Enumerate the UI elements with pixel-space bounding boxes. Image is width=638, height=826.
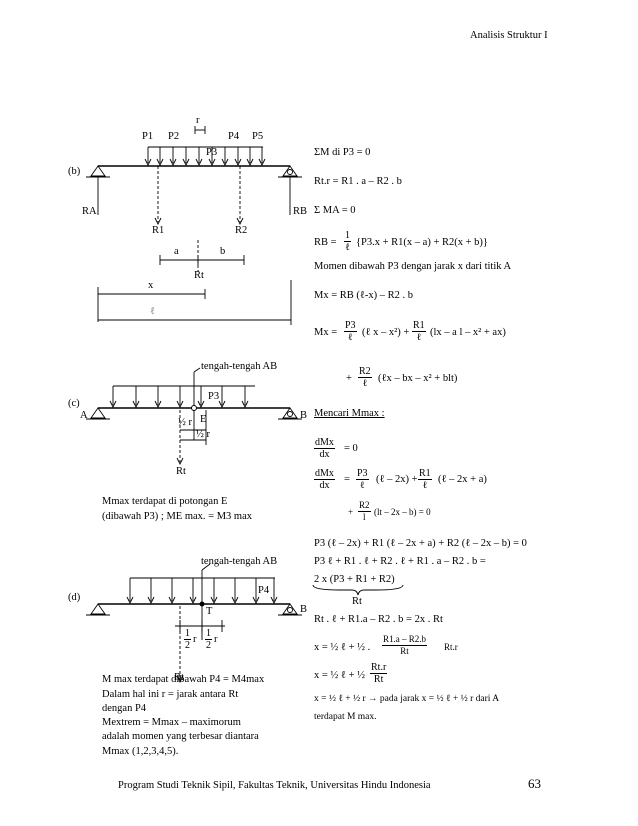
half-r-c: ½ r xyxy=(178,417,192,428)
figure-d xyxy=(86,563,302,684)
eq-e3: 2 x (P3 + R1 + R2) xyxy=(314,574,395,585)
mencari-mmax-title: Mencari Mmax : xyxy=(314,408,385,419)
eq-d2-t1: (ℓ – 2x) + xyxy=(376,474,418,485)
caption-c-1: Mmax terdapat di potongan E xyxy=(102,496,228,507)
eq-mx-1: Mx = RB (ℓ-x) – R2 . b xyxy=(314,290,414,301)
span-label: ℓ xyxy=(150,306,156,317)
e-c: E xyxy=(200,414,207,425)
x-label: x xyxy=(148,280,154,291)
p3-c: P3 xyxy=(208,391,220,402)
eq-d2-eq: = xyxy=(344,474,350,485)
eq-d3-plus: + xyxy=(348,507,354,517)
caption-d-3: dengan P4 xyxy=(102,703,147,714)
eq-e5-rhs: Rt.r xyxy=(444,642,458,652)
r2-label: R2 xyxy=(235,225,248,236)
rt-d: Rt xyxy=(174,672,184,683)
p4-d: P4 xyxy=(258,585,270,596)
caption-d-1: M max terdapat dibawah P4 = M4max xyxy=(102,674,265,685)
caption-d-6: Mmax (1,2,3,4,5). xyxy=(102,746,179,757)
rt-label: Rt xyxy=(194,270,204,281)
load-p2: P2 xyxy=(168,131,180,142)
figure-c xyxy=(86,367,302,466)
eq-mx-t1: (ℓ x – x²) + xyxy=(362,327,410,338)
load-p4: P4 xyxy=(228,131,240,142)
caption-d-5: adalah momen yang terbesar diantara xyxy=(102,731,259,742)
eq-e6-lhs: x = ½ ℓ + ½ xyxy=(314,670,365,681)
eq-mx-lhs: Mx = xyxy=(314,327,338,338)
eq-e4: Rt . ℓ + R1.a – R2 . b = 2x . Rt xyxy=(314,614,443,625)
page-number: 63 xyxy=(528,776,541,791)
eq-e3-rt: Rt xyxy=(352,596,362,607)
eq-rb-rhs: {P3.x + R1(x – a) + R2(x + b)} xyxy=(356,237,488,248)
page-footer: Program Studi Teknik Sipil, Fakultas Tek… xyxy=(118,780,431,791)
eq-e2: P3 ℓ + R1 . ℓ + R2 . ℓ + R1 . a – R2 . b… xyxy=(314,556,486,567)
eq-d2-t2: (ℓ – 2x + a) xyxy=(438,474,487,485)
load-p3: P3 xyxy=(206,147,218,158)
caption-d-4: Mextrem = Mmax – maximorum xyxy=(102,717,241,728)
caption-d-2: Dalam hal ini r = jarak antara Rt xyxy=(102,689,239,700)
a-c: A xyxy=(80,410,88,421)
half-r2-c: ½ r xyxy=(196,429,210,440)
ra-label: RA xyxy=(82,206,97,217)
midspan-d: tengah-tengah AB xyxy=(201,556,278,567)
eq-d3-term: (lt – 2x – b) = 0 xyxy=(374,507,431,517)
t-d: T xyxy=(206,606,213,617)
b-c: B xyxy=(300,410,308,421)
eq-e5-lhs: x = ½ ℓ + ½ . xyxy=(314,642,371,653)
fig-d-label: (d) xyxy=(68,592,81,603)
eq-moment-p3: ΣM di P3 = 0 xyxy=(314,147,371,158)
a-label: a xyxy=(174,246,179,257)
b-d: B xyxy=(300,604,308,615)
load-p5: P5 xyxy=(252,131,264,142)
underbrace xyxy=(312,584,404,596)
load-p1: P1 xyxy=(142,131,154,142)
eq-mx-t3: (ℓx – bx – x² + blt) xyxy=(378,373,458,384)
r1-label: R1 xyxy=(152,225,165,236)
eq-e1: P3 (ℓ – 2x) + R1 (ℓ – 2x + a) + R2 (ℓ – … xyxy=(314,538,527,549)
eq-e8: terdapat M max. xyxy=(314,712,377,722)
eq-rb-lhs: RB = xyxy=(314,237,337,248)
rt-c: Rt xyxy=(176,466,186,477)
fig-b-label: (b) xyxy=(68,166,81,177)
midspan-c: tengah-tengah AB xyxy=(201,361,278,372)
r-d-1: r xyxy=(193,634,197,645)
fig-c-label: (c) xyxy=(68,398,80,409)
b-label: b xyxy=(220,246,226,257)
eq-moment-a: Σ MA = 0 xyxy=(314,205,356,216)
eq-rt-r: Rt.r = R1 . a – R2 . b xyxy=(314,176,402,187)
r-d-2: r xyxy=(214,634,218,645)
rb-label: RB xyxy=(293,206,308,217)
eq-d1-rhs: = 0 xyxy=(344,443,358,454)
caption-c-2: (dibawah P3) ; ME max. = M3 max xyxy=(102,511,252,522)
page-header: Analisis Struktur I xyxy=(470,30,548,41)
eq-e7: x = ½ ℓ + ½ r → pada jarak x = ½ ℓ + ½ r… xyxy=(314,694,500,704)
figure-b xyxy=(86,126,302,325)
r-label: r xyxy=(196,115,200,126)
eq-mx-plus: + xyxy=(346,373,352,384)
eq-momen-text: Momen dibawah P3 dengan jarak x dari tit… xyxy=(314,261,512,272)
eq-mx-t2: (lx – a l – x² + ax) xyxy=(430,327,506,338)
